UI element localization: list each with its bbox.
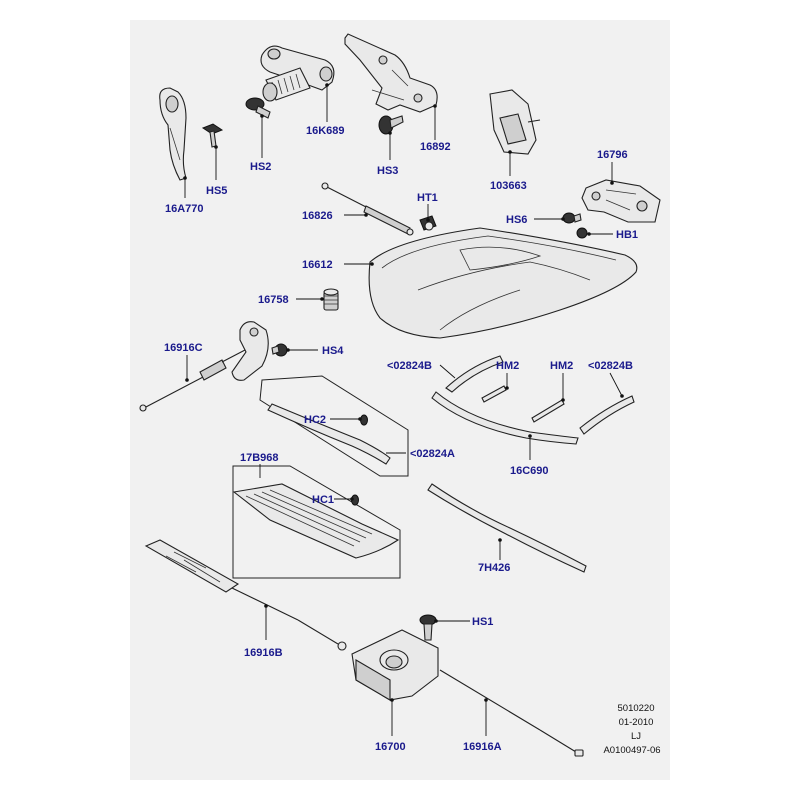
label-hs6: HS6	[506, 214, 527, 226]
footer-line-2: 01-2010	[619, 717, 654, 728]
label-hm2-right: HM2	[550, 360, 573, 372]
hood-panel-part	[368, 227, 638, 339]
bolt-hs1-part	[419, 614, 437, 641]
hood-hinge-part	[344, 33, 438, 113]
screw-hs4-part	[271, 343, 288, 357]
label-103663: 103663	[490, 180, 527, 192]
label-16916a: 16916A	[463, 741, 502, 753]
label-16612: 16612	[302, 259, 333, 271]
bolt-hs2-part	[245, 97, 271, 119]
label-hs5: HS5	[206, 185, 227, 197]
weatherstrip-7h426-part	[427, 483, 587, 573]
hood-latch-16700-part	[351, 629, 439, 701]
bolt-hs3-part	[378, 115, 404, 135]
seal-16c690-part	[431, 391, 579, 445]
label-02824a: <02824A	[410, 448, 455, 460]
label-hb1: HB1	[616, 229, 638, 241]
control-module-103663-part	[489, 89, 541, 155]
hood-latch-spring-part	[260, 45, 335, 102]
hood-gas-strut-part	[321, 182, 414, 236]
fastener-hs6-part	[562, 212, 582, 224]
label-16c690: 16C690	[510, 465, 549, 477]
hood-release-handle-part	[159, 87, 187, 181]
label-16892: 16892	[420, 141, 451, 153]
release-cable-16916a-part	[439, 669, 584, 757]
label-02824b-right: <02824B	[588, 360, 633, 372]
label-hc2: HC2	[304, 414, 326, 426]
seal-02824b-right-part	[579, 395, 635, 435]
seal-02824b-left-part	[445, 355, 504, 393]
release-cable-16916b-part	[144, 539, 347, 651]
moulding-hm2-right-part	[531, 399, 565, 423]
label-16916b: 16916B	[244, 647, 283, 659]
release-cable-16916c-part	[139, 321, 269, 412]
label-16a770: 16A770	[165, 203, 204, 215]
label-hs3: HS3	[377, 165, 398, 177]
label-7h426: 7H426	[478, 562, 510, 574]
label-hs1: HS1	[472, 616, 493, 628]
label-16k689: 16K689	[306, 125, 345, 137]
label-16700: 16700	[375, 741, 406, 753]
fastener-hb1-part	[576, 227, 588, 239]
label-ht1: HT1	[417, 192, 438, 204]
label-16826: 16826	[302, 210, 333, 222]
label-hm2-left: HM2	[496, 360, 519, 372]
label-hc1: HC1	[312, 494, 334, 506]
hood-buffer-16758-part	[323, 288, 339, 311]
label-16758: 16758	[258, 294, 289, 306]
moulding-hm2-left-part	[481, 385, 507, 403]
footer-line-3: LJ	[631, 731, 641, 742]
label-17b968: 17B968	[240, 452, 279, 464]
clip-ht1-part	[419, 215, 437, 231]
label-16796: 16796	[597, 149, 628, 161]
label-hs4: HS4	[322, 345, 344, 357]
footer-line-1: 5010220	[618, 703, 655, 714]
label-16916c: 16916C	[164, 342, 203, 354]
screw-hs5-part	[201, 123, 224, 148]
label-hs2: HS2	[250, 161, 271, 173]
latch-bracket-16796-part	[581, 179, 661, 223]
cowl-grille-17b968-group	[232, 465, 401, 579]
label-02824b-left: <02824B	[387, 360, 432, 372]
seal-02824a-group	[259, 375, 409, 477]
footer-line-4: A0100497-06	[603, 745, 660, 756]
